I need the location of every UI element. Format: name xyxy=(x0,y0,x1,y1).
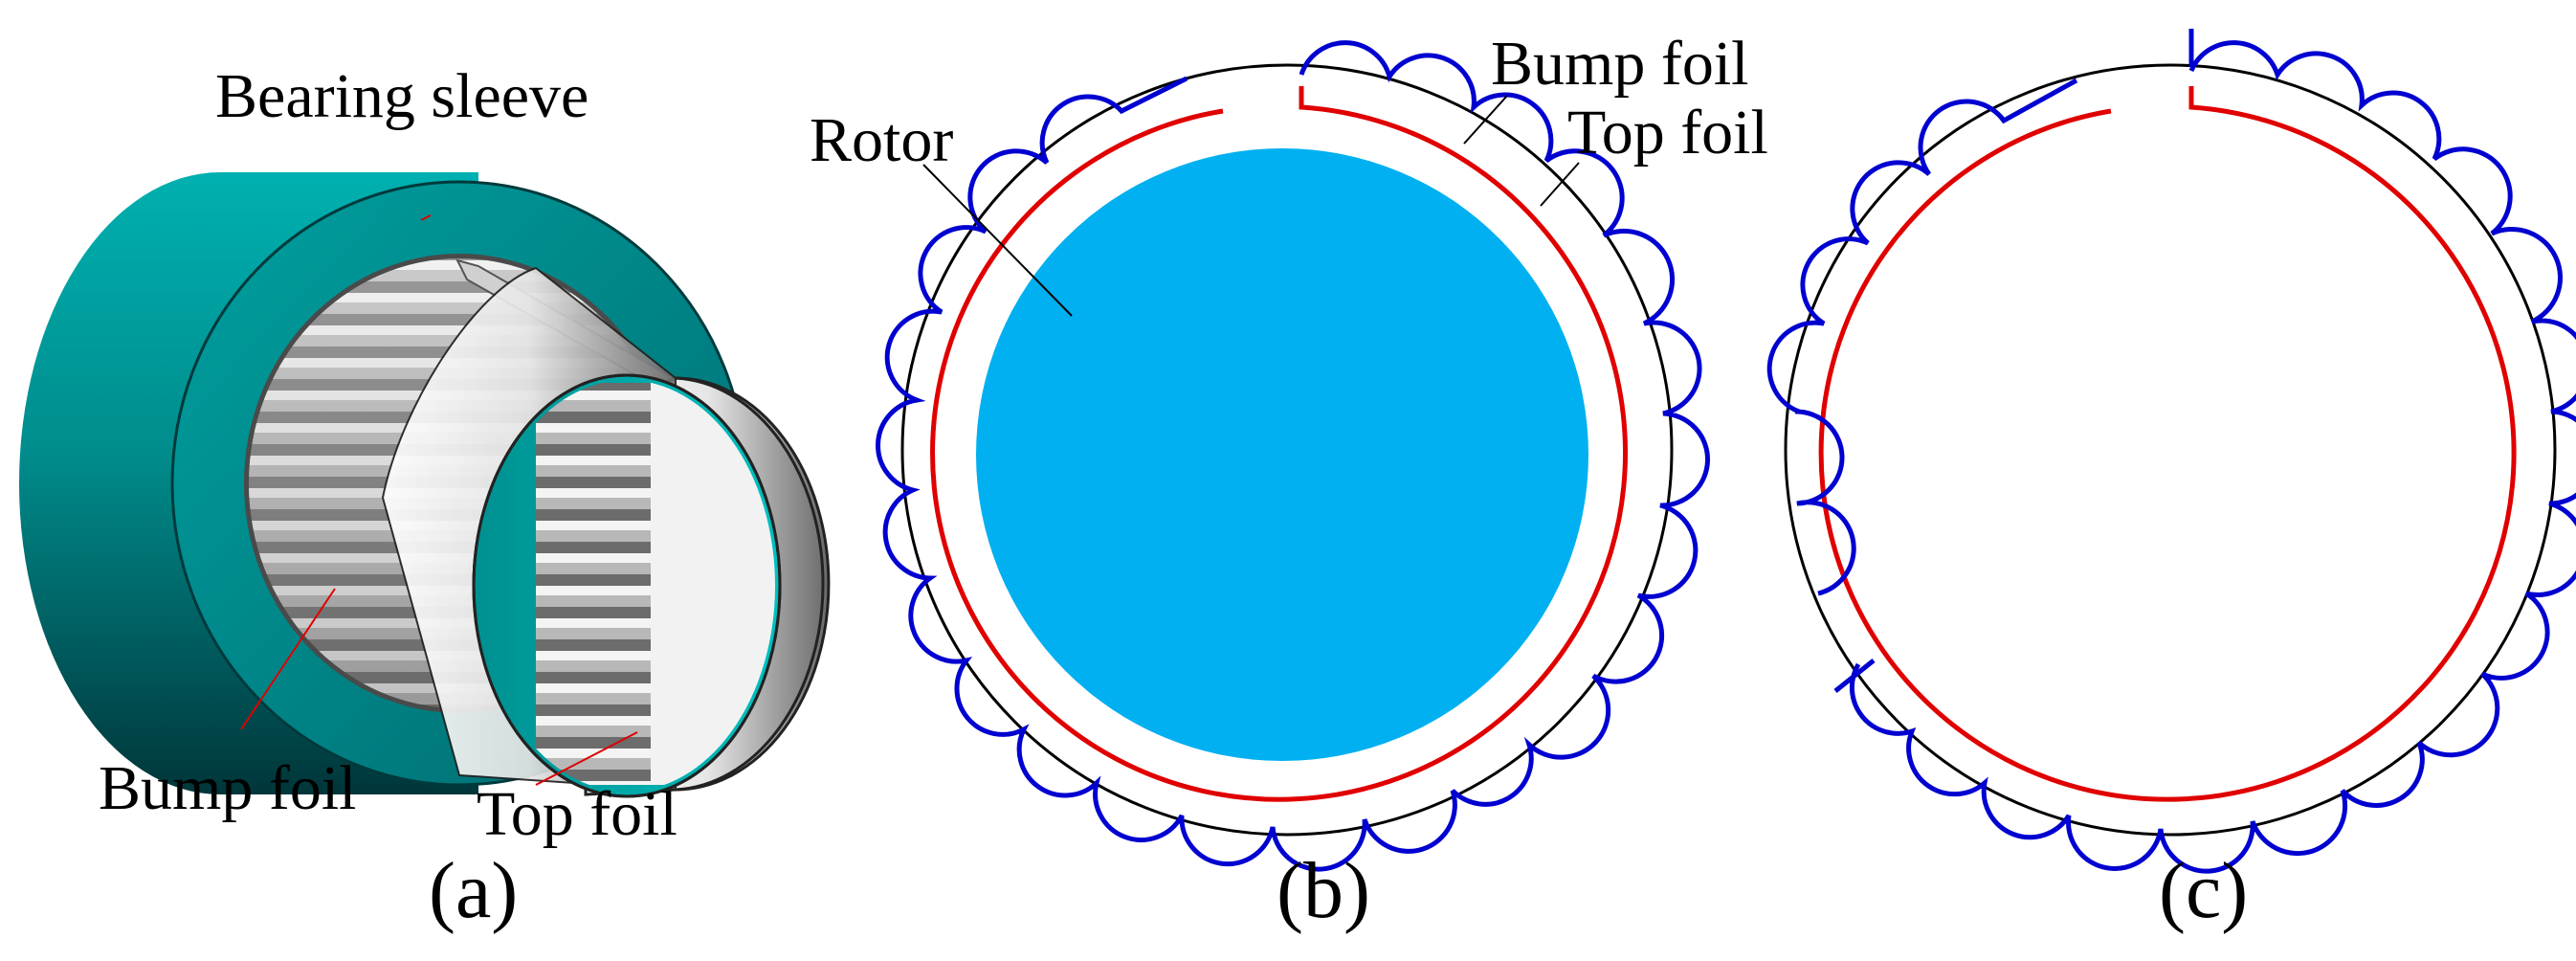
bump-foil-c-left xyxy=(1794,409,1856,596)
rotor xyxy=(976,148,1588,761)
leader-bump-foil xyxy=(240,588,336,730)
label-rotor: Rotor xyxy=(810,105,953,175)
bump-foil-b xyxy=(876,40,1711,872)
caption-a: (a) xyxy=(429,846,518,935)
leader-rotor xyxy=(922,164,1073,317)
leader-top-foil-b xyxy=(1540,162,1580,207)
label-top-foil: Top foil xyxy=(477,779,677,849)
leader-bearing-sleeve xyxy=(420,214,432,221)
panel-a-3d-bearing: Bearing sleeve Bump foil Top foil (a) xyxy=(19,61,831,935)
label-top-foil-b: Top foil xyxy=(1567,98,1768,168)
caption-b: (b) xyxy=(1277,846,1370,935)
panel-b-cross-section: Rotor Bump foil Top foil (b) xyxy=(810,29,1768,935)
caption-c: (c) xyxy=(2159,846,2248,935)
bump-foil-c xyxy=(1766,40,2576,874)
label-bump-foil: Bump foil xyxy=(99,753,357,823)
label-bump-foil-b: Bump foil xyxy=(1491,29,1749,99)
top-foil-c xyxy=(1818,86,2517,802)
leader-bump-foil-b xyxy=(1463,95,1508,145)
bearing-outline-c xyxy=(1784,63,2557,837)
leader-top-foil xyxy=(535,731,638,786)
panel-c-cross-section: (c) xyxy=(1766,29,2576,935)
top-foil-b xyxy=(930,86,1628,802)
label-bearing-sleeve: Bearing sleeve xyxy=(215,61,588,131)
